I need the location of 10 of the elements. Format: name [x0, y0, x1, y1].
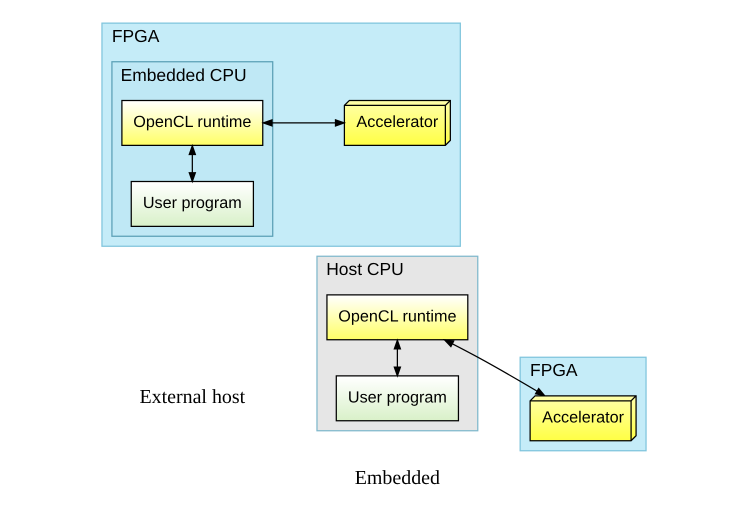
arrow [442, 338, 546, 397]
arrow [188, 144, 196, 184]
arrow [392, 338, 401, 378]
label: Embedded [354, 467, 440, 490]
node-box: OpenCL runtime [120, 100, 263, 146]
node-box: User program [130, 180, 254, 227]
arrow [260, 118, 346, 127]
node-box: OpenCL runtime [326, 294, 468, 340]
label: External host [138, 386, 245, 408]
node-box: User program [335, 375, 459, 422]
